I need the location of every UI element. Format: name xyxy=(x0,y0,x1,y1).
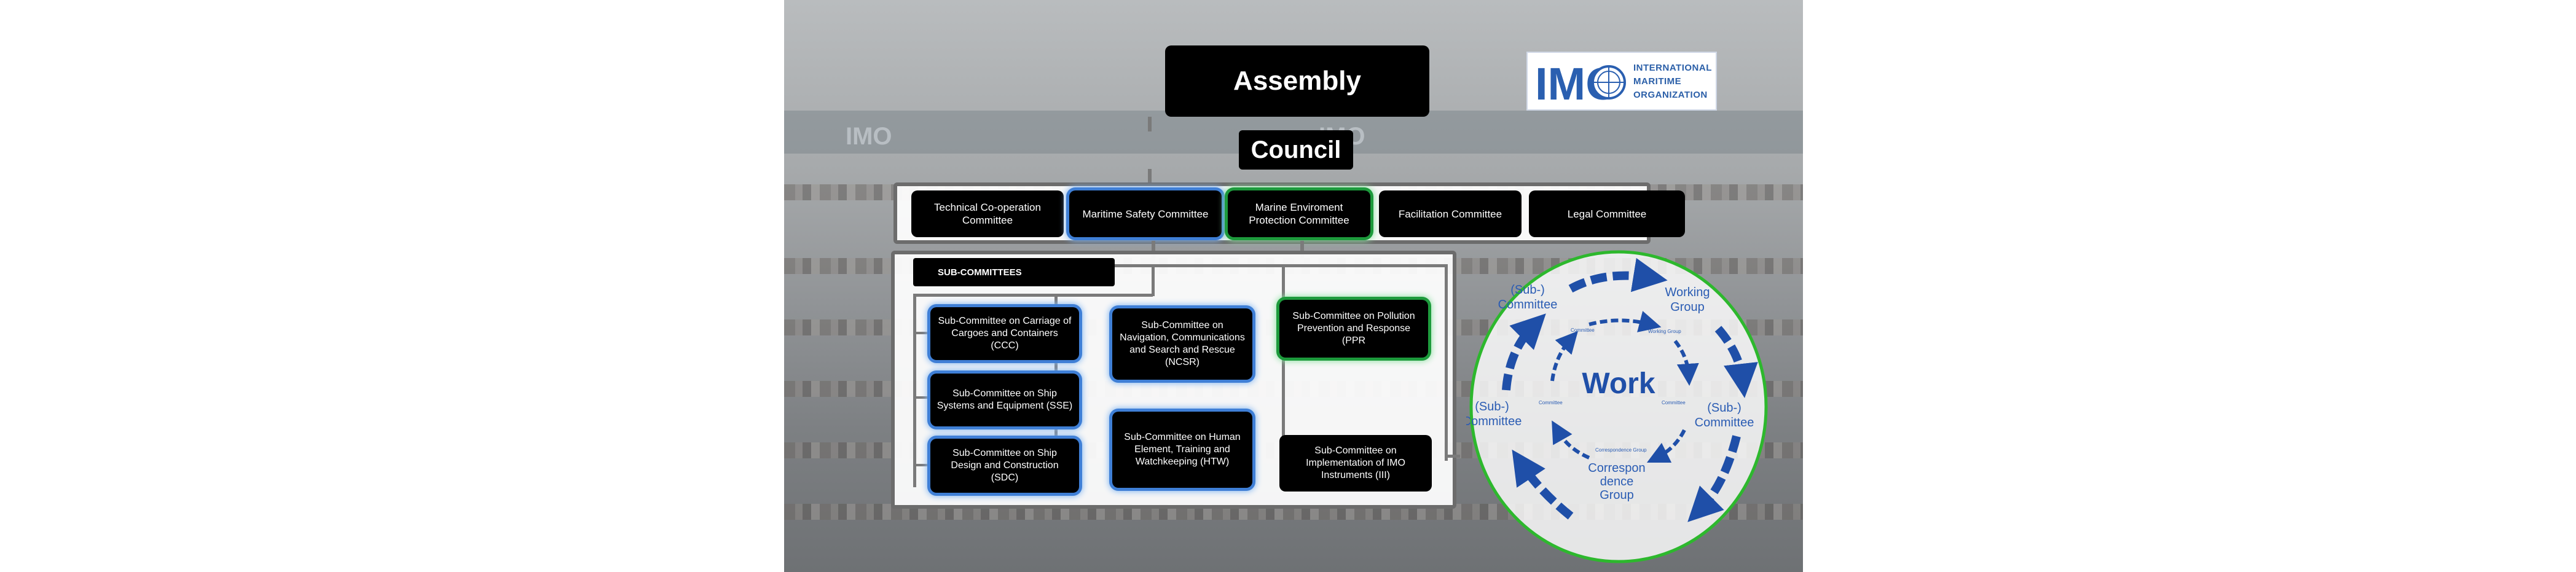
committee-marine-environment-protection: Marine Enviroment Protection Committee xyxy=(1228,190,1370,237)
connector xyxy=(913,294,916,487)
subcommittees-header: SUB-COMMITTEES xyxy=(913,258,1115,286)
inner-label-left: Committee xyxy=(1539,400,1563,405)
subcommittee-htw: Sub-Committee on Human Element, Training… xyxy=(1112,412,1252,488)
arrow-icon xyxy=(1568,257,1668,293)
cycle-center-label: Work xyxy=(1582,367,1655,400)
committee-maritime-safety: Maritime Safety Committee xyxy=(1069,190,1222,237)
assembly-box: Assembly xyxy=(1165,45,1429,117)
connector xyxy=(913,396,932,399)
council-box: Council xyxy=(1239,130,1353,170)
connector xyxy=(913,294,1153,297)
hall-screen-logo: IMO xyxy=(846,123,892,150)
cycle-node-right: (Sub-)Committee xyxy=(1695,401,1754,429)
slide: IMO IMO Assembly Council Technical Co-op… xyxy=(784,0,1803,572)
connector xyxy=(913,332,932,334)
connector xyxy=(1152,264,1155,296)
subcommittee-ccc: Sub-Committee on Carriage of Cargoes and… xyxy=(930,307,1079,360)
arrow-icon xyxy=(1673,340,1699,386)
subcommittee-sse: Sub-Committee on Ship Systems and Equipm… xyxy=(930,374,1079,426)
connector xyxy=(1148,169,1152,182)
connector xyxy=(913,464,932,466)
connector xyxy=(1148,117,1152,131)
cycle-node-top-left: (Sub-)Committee xyxy=(1498,283,1558,311)
arrow-icon xyxy=(1550,331,1578,382)
arrow-icon xyxy=(1646,429,1686,463)
arrow-icon xyxy=(1714,326,1758,398)
logo-line-3: ORGANIZATION xyxy=(1633,90,1708,100)
committee-legal: Legal Committee xyxy=(1529,190,1685,237)
inner-label-right: Committee xyxy=(1662,400,1686,405)
arrow-icon xyxy=(1687,435,1741,522)
connector xyxy=(1445,264,1448,461)
cycle-node-left: (Sub-)Committee xyxy=(1466,400,1522,428)
imo-logo: IMO INTERNATIONAL MARITIME ORGANIZATION xyxy=(1526,52,1717,111)
arrow-icon xyxy=(1502,313,1546,391)
arrow-icon xyxy=(1552,420,1590,460)
subcommittee-iii: Sub-Committee on Implementation of IMO I… xyxy=(1279,435,1432,492)
inner-label-top-right: Working Group xyxy=(1648,329,1681,334)
imo-logo-mark-icon: IMO xyxy=(1533,58,1628,107)
arrow-icon xyxy=(1588,311,1662,332)
subcommittee-ppr: Sub-Committee on Pollution Prevention an… xyxy=(1279,300,1428,358)
arrow-icon xyxy=(1512,449,1574,520)
subcommittee-sdc: Sub-Committee on Ship Design and Constru… xyxy=(930,439,1079,493)
subcommittee-ncsr: Sub-Committee on Navigation, Communicati… xyxy=(1112,308,1252,380)
logo-line-2: MARITIME xyxy=(1633,76,1682,87)
connector xyxy=(1282,264,1285,461)
inner-label-bottom: Correspondence Group xyxy=(1595,447,1647,453)
logo-line-1: INTERNATIONAL xyxy=(1633,63,1712,73)
committee-technical-cooperation: Technical Co-operation Committee xyxy=(911,190,1064,237)
connector xyxy=(1448,455,1460,458)
committee-facilitation: Facilitation Committee xyxy=(1379,190,1522,237)
inner-label-top-left: Committee xyxy=(1571,327,1595,333)
connector xyxy=(913,264,1448,267)
